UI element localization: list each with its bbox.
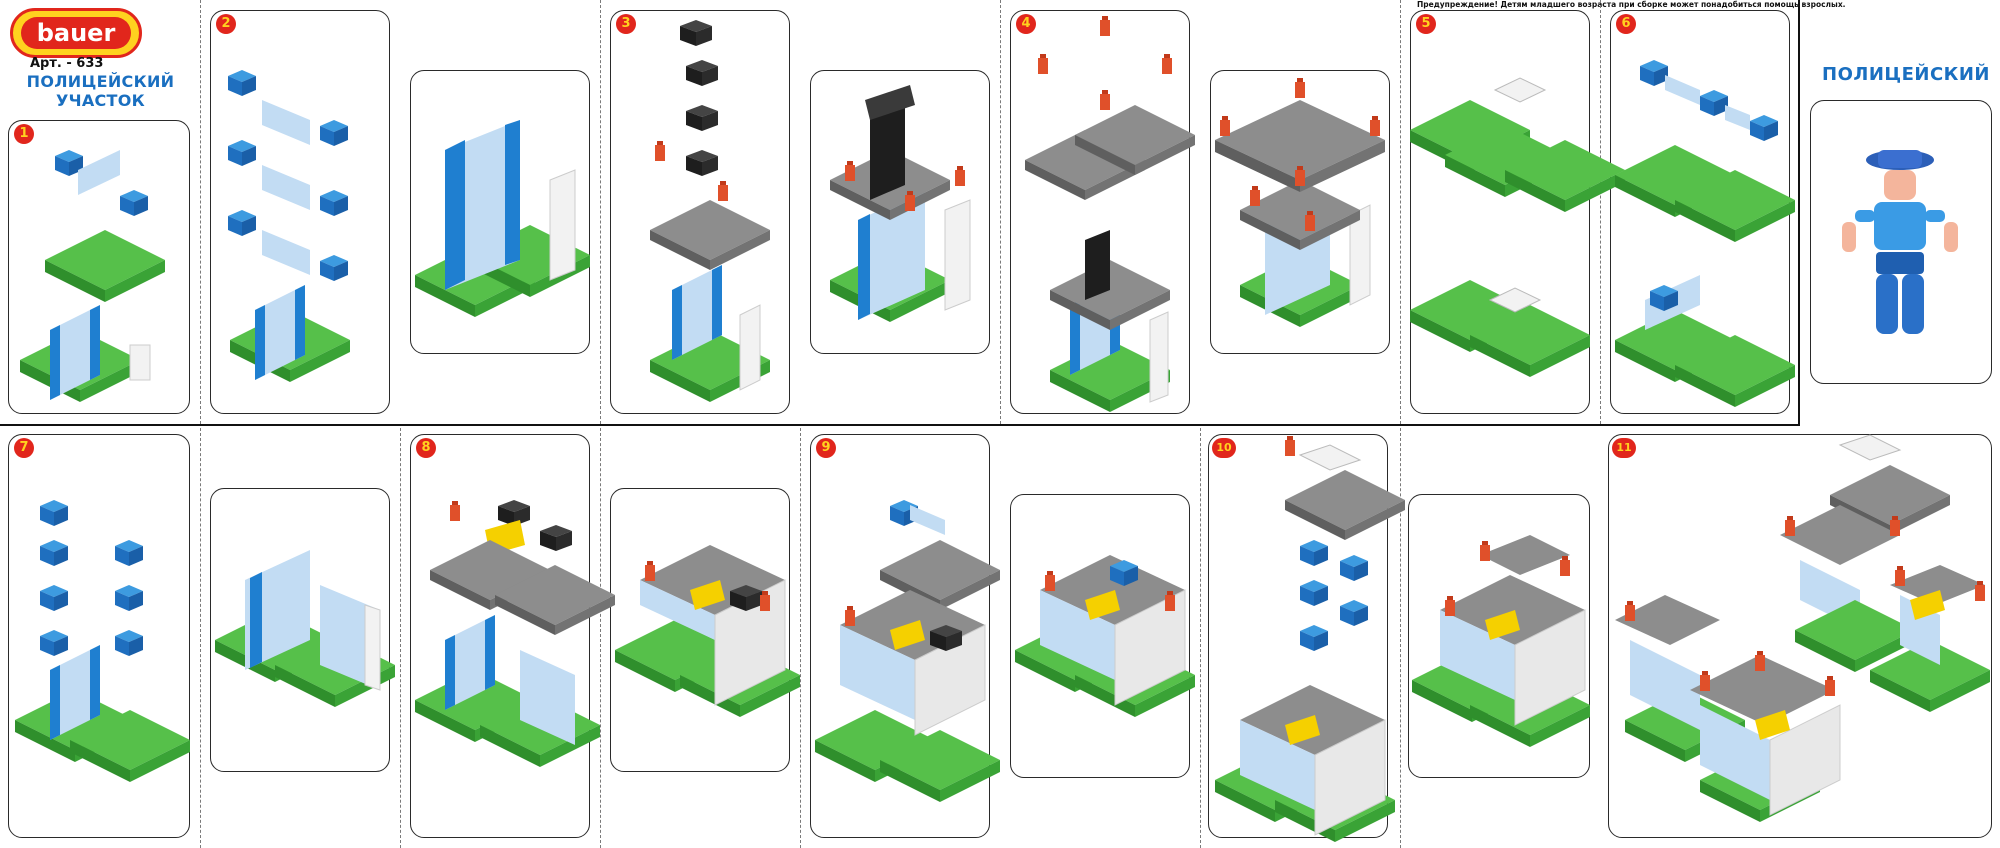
step-1-illustration [20,150,165,402]
step-6-illustration [1615,60,1795,407]
step-4-illustration [1025,16,1195,412]
step-11-illustration [1615,435,1990,822]
step-10-result [1412,535,1590,747]
step-9-illustration [815,500,1000,802]
step-10-illustration [1215,436,1405,842]
step-5-illustration [1410,78,1625,377]
step-3-illustration [650,20,770,402]
police-figure-icon [1842,150,1958,334]
step-3-result [830,85,970,322]
step-7-result [215,550,395,707]
step-7-illustration [15,500,190,782]
step-2-illustration [228,70,350,382]
step-2-result [415,120,590,317]
step-9-result [1015,555,1195,717]
step-8-illustration [415,500,615,767]
step-4-result [1215,78,1385,327]
step-8-result [615,545,800,717]
